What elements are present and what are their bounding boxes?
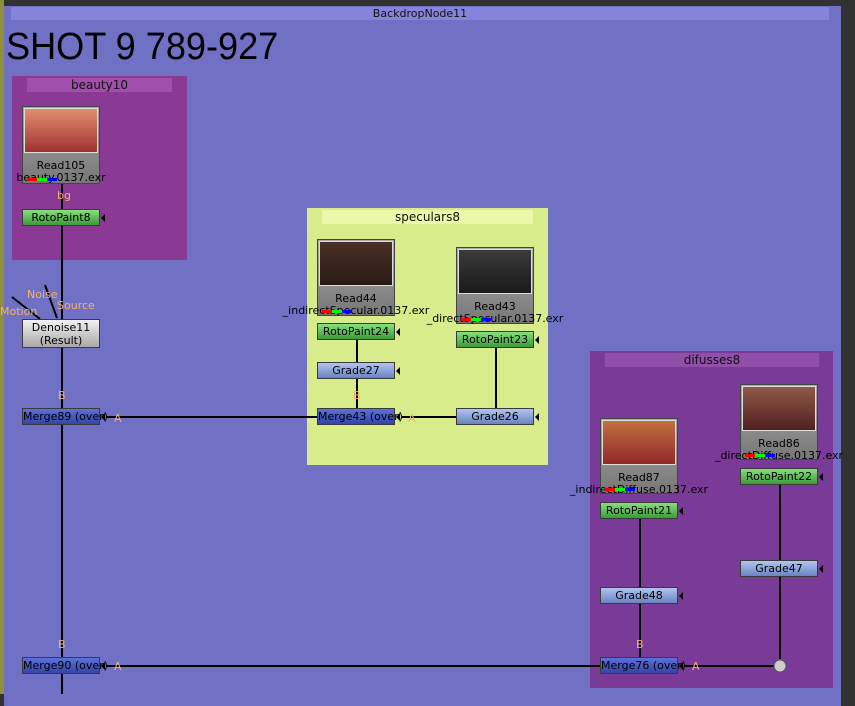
node-label: Grade48 xyxy=(615,589,663,602)
mask-input-arrow-icon[interactable] xyxy=(679,592,683,600)
node-label: Read86 xyxy=(758,437,800,450)
node-label: Merge76 (over) xyxy=(601,659,686,672)
mask-input-arrow-icon[interactable] xyxy=(101,413,105,421)
node-label: Grade27 xyxy=(332,364,380,377)
node-label: RotoPaint23 xyxy=(461,333,529,346)
backdrop-title[interactable]: speculars8 xyxy=(322,210,533,224)
mask-input-arrow-icon[interactable] xyxy=(819,565,823,573)
node-filename: _directSpecular.0137.exr xyxy=(426,312,564,325)
node-merge89[interactable]: Merge89 (over) xyxy=(22,408,108,425)
mask-input-arrow-icon[interactable] xyxy=(396,413,400,421)
node-rotopaint8[interactable]: RotoPaint8 xyxy=(22,209,105,226)
backdrop-title[interactable]: difusses8 xyxy=(605,353,819,367)
channel-indicator xyxy=(322,310,352,313)
input-label-a: A xyxy=(114,660,122,673)
node-sublabel: (Result) xyxy=(39,334,83,347)
node-rotopaint23[interactable]: RotoPaint23 xyxy=(456,331,539,348)
input-label-a: A xyxy=(408,412,416,425)
backdrop-title[interactable]: BackdropNode11 xyxy=(11,7,829,20)
node-rotopaint24[interactable]: RotoPaint24 xyxy=(317,323,400,340)
channel-indicator xyxy=(27,178,57,181)
node-merge90[interactable]: Merge90 (over) xyxy=(22,657,108,674)
thumbnail-image xyxy=(742,386,816,431)
node-filename: beauty.0137.exr xyxy=(16,171,106,184)
viewer-edge xyxy=(0,0,4,694)
node-label: Read105 xyxy=(36,159,86,172)
node-filename: _directDiffuse.0137.exr xyxy=(714,449,844,462)
node-label: Read44 xyxy=(335,292,377,305)
channel-indicator xyxy=(745,454,775,457)
node-label: RotoPaint8 xyxy=(31,211,91,224)
mask-input-arrow-icon[interactable] xyxy=(396,328,400,336)
node-filename: _indirectDiffuse.0137.exr xyxy=(569,483,709,496)
node-label: Read87 xyxy=(618,471,660,484)
node-label: Merge89 (over) xyxy=(23,410,108,423)
thumbnail-image xyxy=(319,241,393,286)
backdrop-title[interactable]: beauty10 xyxy=(27,78,172,92)
input-label-motion: Motion xyxy=(0,305,38,318)
input-label-b: B xyxy=(353,389,361,402)
node-label: Grade47 xyxy=(755,562,803,575)
node-grade27[interactable]: Grade27 xyxy=(317,362,400,379)
input-label-noise: Noise xyxy=(27,288,58,301)
node-label: RotoPaint21 xyxy=(605,504,673,517)
input-label-source: Source xyxy=(57,299,95,312)
shot-label: SHOT 9 789-927 xyxy=(6,26,279,68)
node-read87[interactable]: Read87_indirectDiffuse.0137.exr xyxy=(570,418,708,496)
input-label-b: B xyxy=(58,389,66,402)
node-rotopaint21[interactable]: RotoPaint21 xyxy=(600,502,683,519)
mask-input-arrow-icon[interactable] xyxy=(396,367,400,375)
node-filename: _indirectSpecular.0137.exr xyxy=(282,304,430,317)
input-label-b: B xyxy=(58,638,66,651)
node-merge43[interactable]: Merge43 (over) xyxy=(317,408,403,425)
mask-input-arrow-icon[interactable] xyxy=(101,662,105,670)
channel-indicator xyxy=(461,318,491,321)
node-label: Merge90 (over) xyxy=(23,659,108,672)
channel-indicator xyxy=(605,488,635,491)
input-label-bg: bg xyxy=(57,189,71,202)
thumbnail-image xyxy=(458,249,532,294)
mask-input-arrow-icon[interactable] xyxy=(101,214,105,222)
mask-input-arrow-icon[interactable] xyxy=(679,662,683,670)
node-read44[interactable]: Read44_indirectSpecular.0137.exr xyxy=(283,239,429,317)
node-read43[interactable]: Read43_directSpecular.0137.exr xyxy=(427,247,563,325)
node-denoise11[interactable]: Denoise11(Result) xyxy=(22,319,100,348)
node-grade47[interactable]: Grade47 xyxy=(740,560,823,577)
mask-input-arrow-icon[interactable] xyxy=(535,413,539,421)
node-label: Merge43 (over) xyxy=(318,410,403,423)
thumbnail-image xyxy=(602,420,676,465)
mask-input-arrow-icon[interactable] xyxy=(819,473,823,481)
mask-input-arrow-icon[interactable] xyxy=(679,507,683,515)
node-label: RotoPaint24 xyxy=(322,325,390,338)
node-merge76[interactable]: Merge76 (over) xyxy=(600,657,686,674)
node-grade48[interactable]: Grade48 xyxy=(600,587,683,604)
thumbnail-image xyxy=(24,108,98,153)
dot-node[interactable] xyxy=(773,659,787,673)
node-label: Denoise11 xyxy=(31,321,91,334)
mask-input-arrow-icon[interactable] xyxy=(535,336,539,344)
input-label-a: A xyxy=(114,412,122,425)
node-label: RotoPaint22 xyxy=(745,470,813,483)
node-read86[interactable]: Read86_directDiffuse.0137.exr xyxy=(715,384,843,462)
node-label: Read43 xyxy=(474,300,516,313)
node-rotopaint22[interactable]: RotoPaint22 xyxy=(740,468,823,485)
node-label: Grade26 xyxy=(471,410,519,423)
node-grade26[interactable]: Grade26 xyxy=(456,408,539,425)
input-label-b: B xyxy=(636,638,644,651)
input-label-a: A xyxy=(692,660,700,673)
